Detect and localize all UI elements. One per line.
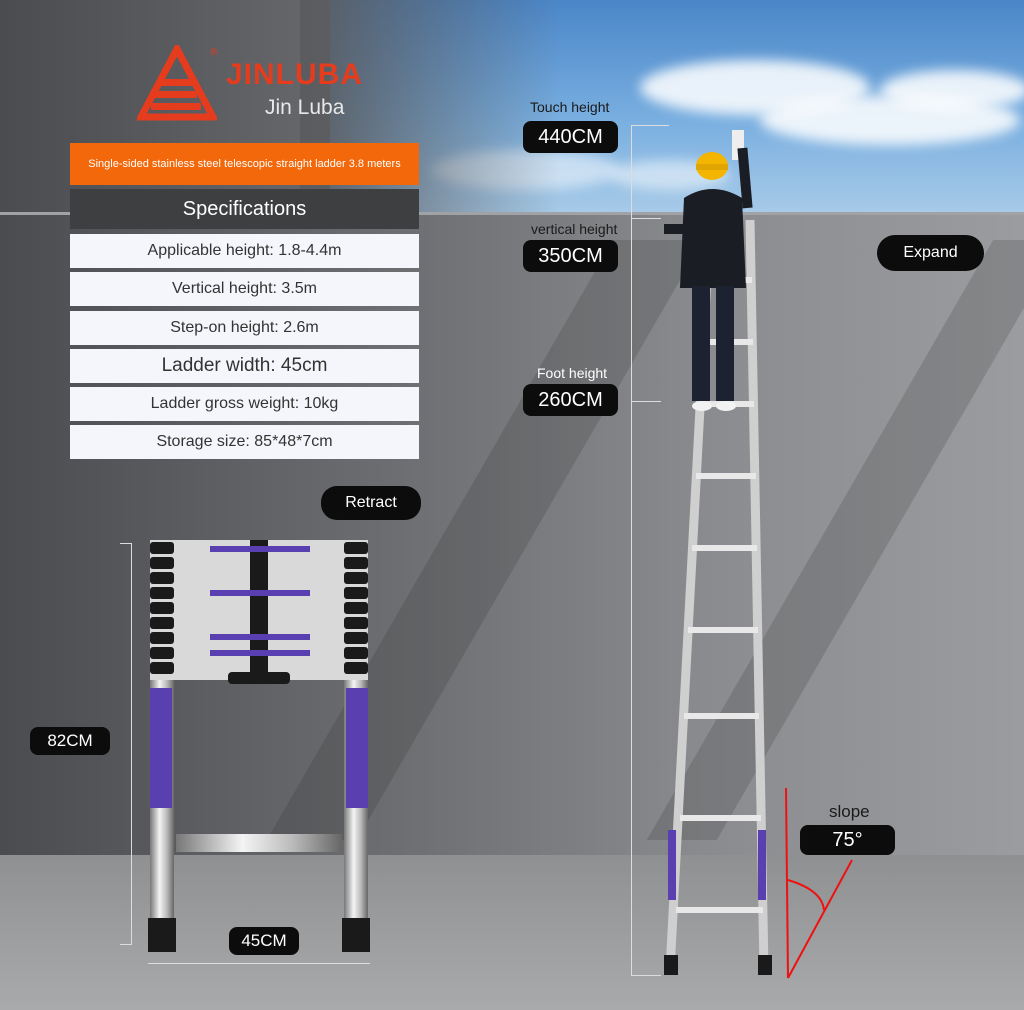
height-measure-line — [131, 543, 132, 944]
height-measure-tick — [120, 543, 132, 544]
touch-height-tick — [631, 125, 669, 126]
vertical-height-caption: vertical height — [531, 221, 618, 237]
worker-figure — [664, 130, 753, 411]
cloud — [880, 70, 1024, 110]
brand-subtitle: Jin Luba — [265, 96, 345, 119]
ground-tick — [631, 975, 661, 976]
retract-label: Retract — [321, 486, 421, 520]
brand-logo-icon — [137, 45, 217, 121]
width-measure-line — [148, 963, 370, 964]
spec-row: Applicable height: 1.8-4.4m — [70, 234, 419, 268]
retracted-height-label: 82CM — [30, 727, 110, 755]
specifications-title: Specifications — [70, 189, 419, 229]
spec-row: Step-on height: 2.6m — [70, 311, 419, 345]
spec-row: Ladder width: 45cm — [70, 349, 419, 383]
foot-height-tick — [631, 401, 661, 402]
spec-row: Vertical height: 3.5m — [70, 272, 419, 306]
spec-row: Ladder gross weight: 10kg — [70, 387, 419, 421]
vertical-height-value: 350CM — [523, 240, 618, 272]
wall-top-edge — [0, 212, 1024, 215]
retracted-width-label: 45CM — [229, 927, 299, 955]
vertical-height-tick — [631, 218, 661, 219]
slope-caption: slope — [829, 802, 870, 821]
foot-height-value: 260CM — [523, 384, 618, 416]
product-title-banner: Single-sided stainless steel telescopic … — [70, 143, 419, 185]
brand-name: JINLUBA — [226, 58, 364, 91]
foot-height-caption: Foot height — [537, 365, 608, 381]
slope-angle-indicator — [785, 787, 853, 979]
touch-height-caption: Touch height — [530, 99, 610, 115]
expanded-height-measure-line — [631, 125, 632, 975]
expand-label: Expand — [877, 235, 984, 271]
slope-value: 75° — [800, 825, 895, 855]
registered-mark: ® — [210, 47, 218, 58]
retracted-ladder-illustration — [148, 540, 370, 952]
touch-height-value: 440CM — [523, 121, 618, 153]
height-measure-tick — [120, 944, 132, 945]
spec-row: Storage size: 85*48*7cm — [70, 425, 419, 459]
